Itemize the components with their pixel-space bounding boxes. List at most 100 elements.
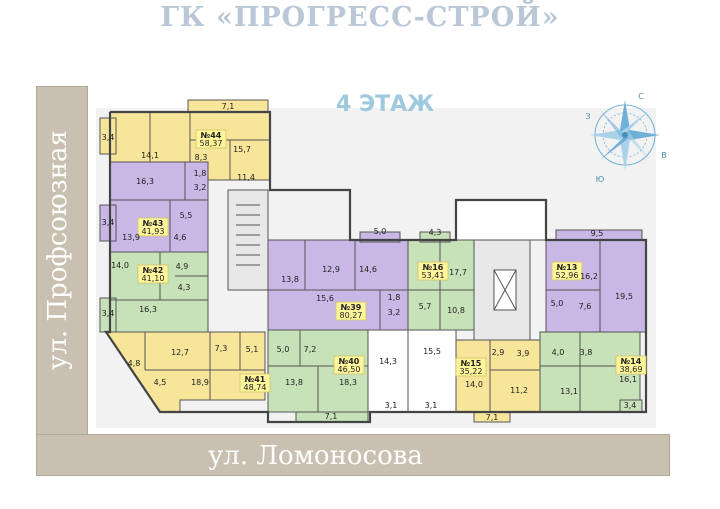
room-area: 17,7 bbox=[449, 268, 467, 277]
apt-number: №16 bbox=[423, 263, 444, 272]
room-area: 5,0 bbox=[551, 299, 564, 308]
room-area: 13,1 bbox=[560, 387, 578, 396]
room-area: 7,6 bbox=[579, 302, 592, 311]
apartment-40[interactable] bbox=[267, 329, 369, 423]
room-area: 7,2 bbox=[304, 345, 317, 354]
apt-number: №42 bbox=[143, 266, 164, 275]
room-area: 19,5 bbox=[615, 292, 633, 301]
apartment-43[interactable] bbox=[99, 161, 209, 253]
apt-number: №39 bbox=[341, 303, 362, 312]
room-area: 18,3 bbox=[339, 378, 357, 387]
room-area: 7,1 bbox=[222, 102, 235, 111]
room-area: 7,3 bbox=[215, 344, 228, 353]
room-area: 3,4 bbox=[102, 133, 115, 142]
room-area: 4,6 bbox=[174, 233, 187, 242]
room-area: 4,0 bbox=[552, 348, 565, 357]
street-lomonosova-label: ул. Ломоносова bbox=[208, 441, 423, 471]
room-area: 7,1 bbox=[325, 412, 338, 421]
room-area: 3,1 bbox=[385, 401, 398, 410]
room-area: 5,0 bbox=[374, 227, 387, 236]
room-area: 11,2 bbox=[510, 386, 528, 395]
apt-number: №40 bbox=[339, 357, 360, 366]
apt-area: 41,93 bbox=[142, 227, 165, 236]
apt-area: 48,74 bbox=[244, 383, 267, 392]
apt-number: №41 bbox=[245, 375, 266, 384]
apartment-13[interactable] bbox=[545, 229, 647, 333]
apt-number: №15 bbox=[461, 359, 482, 368]
room-area: 18,9 bbox=[191, 378, 209, 387]
room-area: 3,4 bbox=[624, 401, 637, 410]
room-area: 13,9 bbox=[122, 233, 140, 242]
room-area: 5,1 bbox=[246, 345, 259, 354]
apartment-39[interactable] bbox=[267, 231, 409, 413]
room-area: 11,4 bbox=[237, 173, 255, 182]
stairwell-center bbox=[455, 199, 547, 341]
room-area: 12,9 bbox=[322, 265, 340, 274]
room-area: 1,8 bbox=[194, 169, 207, 178]
room-area: 5,0 bbox=[277, 345, 290, 354]
room-area: 5,7 bbox=[419, 302, 432, 311]
stairwell-left bbox=[227, 189, 269, 291]
room-area: 15,5 bbox=[423, 347, 441, 356]
room-area: 7,1 bbox=[486, 413, 499, 422]
apt-area: 53,41 bbox=[422, 271, 445, 280]
room-area: 15,6 bbox=[316, 294, 334, 303]
room-area: 3,8 bbox=[580, 348, 593, 357]
room-area: 13,8 bbox=[281, 275, 299, 284]
room-area: 3,4 bbox=[102, 218, 115, 227]
street-lomonosova bbox=[36, 434, 670, 476]
room-area: 4,9 bbox=[176, 262, 189, 271]
room-area: 3,2 bbox=[194, 183, 207, 192]
room-area: 3,1 bbox=[425, 401, 438, 410]
room-area: 4,5 bbox=[154, 378, 167, 387]
floor-label: 4 ЭТАЖ bbox=[336, 92, 435, 117]
room-area: 14,0 bbox=[111, 261, 129, 270]
room-area: 3,9 bbox=[517, 349, 530, 358]
apt-number: №43 bbox=[143, 219, 164, 228]
apt-area: 80,27 bbox=[340, 311, 363, 320]
apt-area: 46,50 bbox=[338, 365, 361, 374]
room-area: 2,9 bbox=[492, 348, 505, 357]
room-area: 1,8 bbox=[388, 293, 401, 302]
apt-area: 52,96 bbox=[556, 271, 579, 280]
room-area: 14,3 bbox=[379, 357, 397, 366]
room-area: 16,2 bbox=[580, 272, 598, 281]
apt-number: №44 bbox=[201, 131, 222, 140]
apartment-16[interactable] bbox=[407, 231, 475, 413]
street-profsoyuznaya bbox=[36, 86, 88, 476]
apt-area: 38,69 bbox=[620, 365, 643, 374]
room-area: 9,5 bbox=[591, 229, 604, 238]
room-area: 3,4 bbox=[102, 309, 115, 318]
room-area: 16,3 bbox=[136, 177, 154, 186]
room-area: 16,3 bbox=[139, 305, 157, 314]
room-area: 13,8 bbox=[285, 378, 303, 387]
room-area: 14,0 bbox=[465, 380, 483, 389]
compass-east-label: В bbox=[661, 151, 667, 160]
page-title: ГК «ПРОГРЕСС-СТРОЙ» bbox=[160, 2, 560, 33]
compass-west-label: З bbox=[585, 112, 590, 121]
apt-area: 58,37 bbox=[200, 139, 223, 148]
room-area: 14,6 bbox=[359, 265, 377, 274]
compass-south-label: Ю bbox=[596, 175, 605, 184]
apt-number: №13 bbox=[557, 263, 578, 272]
room-area: 10,8 bbox=[447, 306, 465, 315]
room-area: 15,7 bbox=[233, 145, 251, 154]
apt-number: №14 bbox=[621, 357, 642, 366]
room-area: 4,3 bbox=[429, 228, 442, 237]
room-area: 4,3 bbox=[178, 283, 191, 292]
apt-area: 41,10 bbox=[142, 274, 165, 283]
room-area: 16,1 bbox=[619, 375, 637, 384]
compass-north-label: С bbox=[638, 92, 644, 101]
room-area: 4,8 bbox=[128, 359, 141, 368]
room-area: 14,1 bbox=[141, 151, 159, 160]
